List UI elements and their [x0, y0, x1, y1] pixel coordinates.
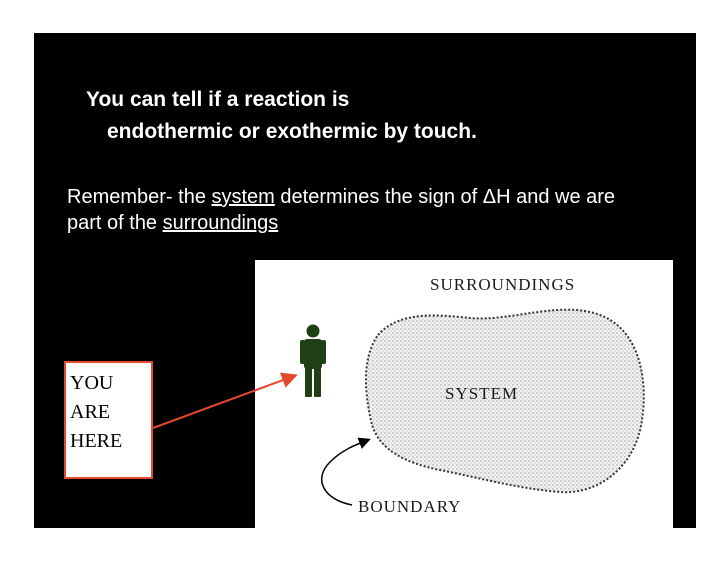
- system-label: SYSTEM: [445, 384, 518, 403]
- body-text-b: determines the sign of ΔH and we are par…: [67, 186, 616, 234]
- you-are-here-arrow: [152, 372, 298, 429]
- person-icon: [300, 324, 326, 397]
- callout-line-3: HERE: [70, 430, 123, 452]
- boundary-arrow: [320, 437, 371, 506]
- heading-line-1: You can tell if a reaction is: [86, 88, 350, 111]
- surroundings-word: surroundings: [162, 212, 279, 234]
- callout-line-1: YOU: [70, 372, 114, 394]
- body-text-a: Remember- the: [67, 186, 212, 208]
- system-region: [365, 308, 645, 494]
- surroundings-label: SURROUNDINGS: [430, 275, 575, 294]
- boundary-label: BOUNDARY: [358, 497, 461, 516]
- system-word: system: [211, 186, 275, 208]
- body-paragraph: Remember- the system determines the sign…: [67, 184, 627, 236]
- heading-line-2: endothermic or exothermic by touch.: [107, 120, 477, 143]
- you-are-here-callout: YOU ARE HERE: [64, 361, 153, 479]
- callout-line-2: ARE: [70, 401, 110, 423]
- slide-heading: You can tell if a reaction is endothermi…: [86, 84, 477, 148]
